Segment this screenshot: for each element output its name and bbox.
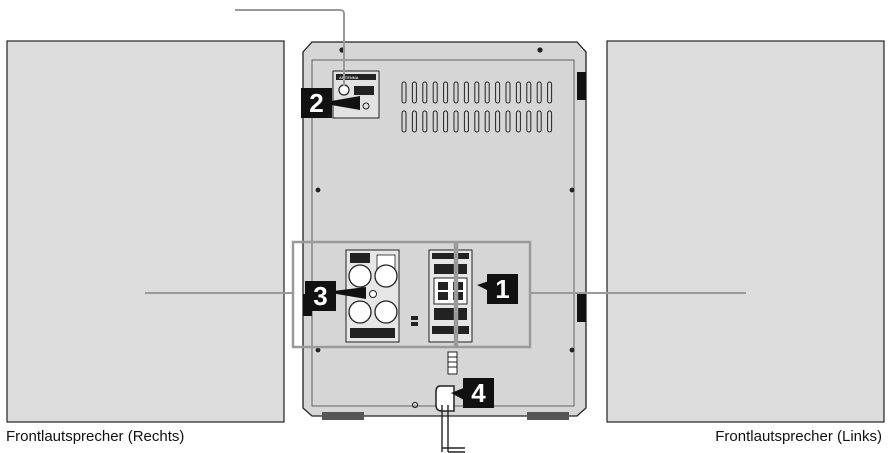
caption-front-speaker-right: Frontlautsprecher (Rechts): [6, 428, 185, 445]
highlight-frame-video: [291, 240, 457, 349]
callout-2-label: 2: [309, 88, 323, 118]
callout-1: 1: [477, 274, 518, 304]
vent-slot: [432, 81, 438, 104]
vent-slot: [443, 81, 449, 104]
vent-slot: [443, 110, 449, 133]
ventilation-slots: [401, 81, 553, 133]
front-speaker-left: [606, 40, 885, 423]
svg-text:ANTENNA: ANTENNA: [339, 75, 359, 80]
vent-slot: [422, 81, 428, 104]
vent-slot: [463, 81, 469, 104]
vent-slot: [526, 110, 532, 133]
vent-slot: [505, 81, 511, 104]
vent-slot: [536, 110, 542, 133]
antenna-wire: [235, 9, 345, 86]
callout-3-label: 3: [313, 281, 327, 311]
vent-slot: [515, 81, 521, 104]
vent-slot: [526, 81, 532, 104]
vent-slot: [536, 81, 542, 104]
video-output-panel: [345, 249, 418, 343]
vent-slot: [453, 81, 459, 104]
vent-slot: [453, 110, 459, 133]
callout-3: 3: [305, 281, 366, 311]
vent-slot: [495, 110, 501, 133]
vent-slot: [411, 81, 417, 104]
front-speaker-right: [6, 40, 285, 423]
vent-slot: [484, 81, 490, 104]
vent-slot: [474, 110, 480, 133]
speaker-terminals: [428, 249, 473, 343]
vent-slot: [474, 81, 480, 104]
vent-slot: [432, 110, 438, 133]
vent-slot: [515, 110, 521, 133]
vent-slot: [495, 81, 501, 104]
callout-4-label: 4: [471, 378, 486, 408]
callout-1-label: 1: [495, 274, 509, 304]
power-cord: [435, 351, 465, 453]
callout-2: 2: [301, 88, 360, 118]
highlight-frame-speaker: [455, 240, 532, 349]
vent-slot: [422, 110, 428, 133]
callout-4: 4: [451, 378, 494, 408]
vent-slot: [463, 110, 469, 133]
vent-slot: [401, 81, 407, 104]
vent-slot: [505, 110, 511, 133]
vent-slot: [547, 81, 553, 104]
caption-front-speaker-left: Frontlautsprecher (Links): [715, 428, 882, 445]
antenna-panel: ANTENNA: [332, 70, 380, 119]
vent-slot: [401, 110, 407, 133]
vent-slot: [411, 110, 417, 133]
vent-slot: [484, 110, 490, 133]
vent-slot: [547, 110, 553, 133]
